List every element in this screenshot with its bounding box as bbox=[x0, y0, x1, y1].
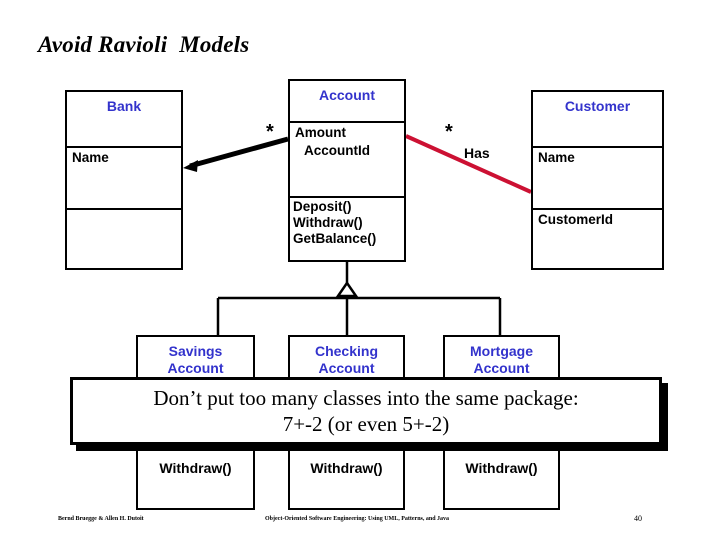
bank-class-name: Bank bbox=[106, 98, 142, 114]
bank-name-compartment: Bank bbox=[67, 92, 181, 146]
savings-operations: Withdraw() bbox=[159, 460, 232, 476]
bank-attribute-compartment: Name bbox=[67, 146, 181, 208]
multiplicity-customer-side: * bbox=[445, 121, 453, 143]
callout-line-2: 7+-2 (or even 5+-2) bbox=[282, 412, 450, 436]
uml-class-bank[interactable]: Bank Name bbox=[65, 90, 183, 270]
bank-attributes: Name bbox=[72, 150, 109, 165]
mortgage-class-name: Mortgage Account bbox=[470, 343, 533, 376]
savings-class-name: Savings Account bbox=[167, 343, 224, 376]
uml-class-customer[interactable]: Customer Name CustomerId bbox=[531, 90, 664, 270]
account-attribute-accountid: AccountId bbox=[304, 143, 370, 158]
account-operations: Deposit() Withdraw() GetBalance() bbox=[293, 199, 377, 246]
checking-operation-compartment: Withdraw() bbox=[290, 449, 403, 508]
account-attribute-compartment: Amount AccountId bbox=[290, 121, 404, 196]
customer-attributes: Name bbox=[538, 150, 575, 165]
checking-class-name: Checking Account bbox=[314, 343, 378, 376]
bank-operation-compartment bbox=[67, 208, 181, 268]
checking-operations: Withdraw() bbox=[310, 460, 383, 476]
mortgage-name-compartment: Mortgage Account bbox=[445, 337, 558, 413]
customer-name-compartment: Customer bbox=[533, 92, 662, 146]
association-label-has: Has bbox=[464, 145, 490, 161]
callout-line-1: Don’t put too many classes into the same… bbox=[153, 386, 579, 410]
account-operation-compartment: Deposit() Withdraw() GetBalance() bbox=[290, 196, 404, 260]
uml-class-account[interactable]: Account Amount AccountId Deposit() Withd… bbox=[288, 79, 406, 262]
account-attribute-amount: Amount bbox=[295, 125, 346, 140]
savings-operation-compartment: Withdraw() bbox=[138, 449, 253, 508]
savings-name-compartment: Savings Account bbox=[138, 337, 253, 413]
account-class-name: Account bbox=[319, 87, 375, 103]
mortgage-operations: Withdraw() bbox=[465, 460, 538, 476]
account-name-compartment: Account bbox=[290, 81, 404, 121]
generalization-account-subclasses bbox=[216, 262, 502, 335]
customer-class-name: Customer bbox=[564, 98, 631, 114]
mortgage-operation-compartment: Withdraw() bbox=[445, 449, 558, 508]
checking-name-compartment: Checking Account bbox=[290, 337, 403, 413]
footer-book-title: Object-Oriented Software Engineering: Us… bbox=[265, 516, 450, 522]
page-title: Avoid Ravioli Models bbox=[38, 32, 250, 57]
customer-operation-compartment: CustomerId bbox=[533, 208, 662, 268]
footer-page-number: 40 bbox=[634, 514, 642, 523]
bank-operations bbox=[67, 210, 181, 212]
customer-attribute-compartment: Name bbox=[533, 146, 662, 208]
callout-box: Don’t put too many classes into the same… bbox=[70, 377, 662, 445]
customer-operations: CustomerId bbox=[538, 212, 614, 227]
multiplicity-bank-side: * bbox=[266, 121, 274, 143]
footer-authors: Bernd Bruegge & Allen H. Dutoit bbox=[58, 516, 144, 522]
